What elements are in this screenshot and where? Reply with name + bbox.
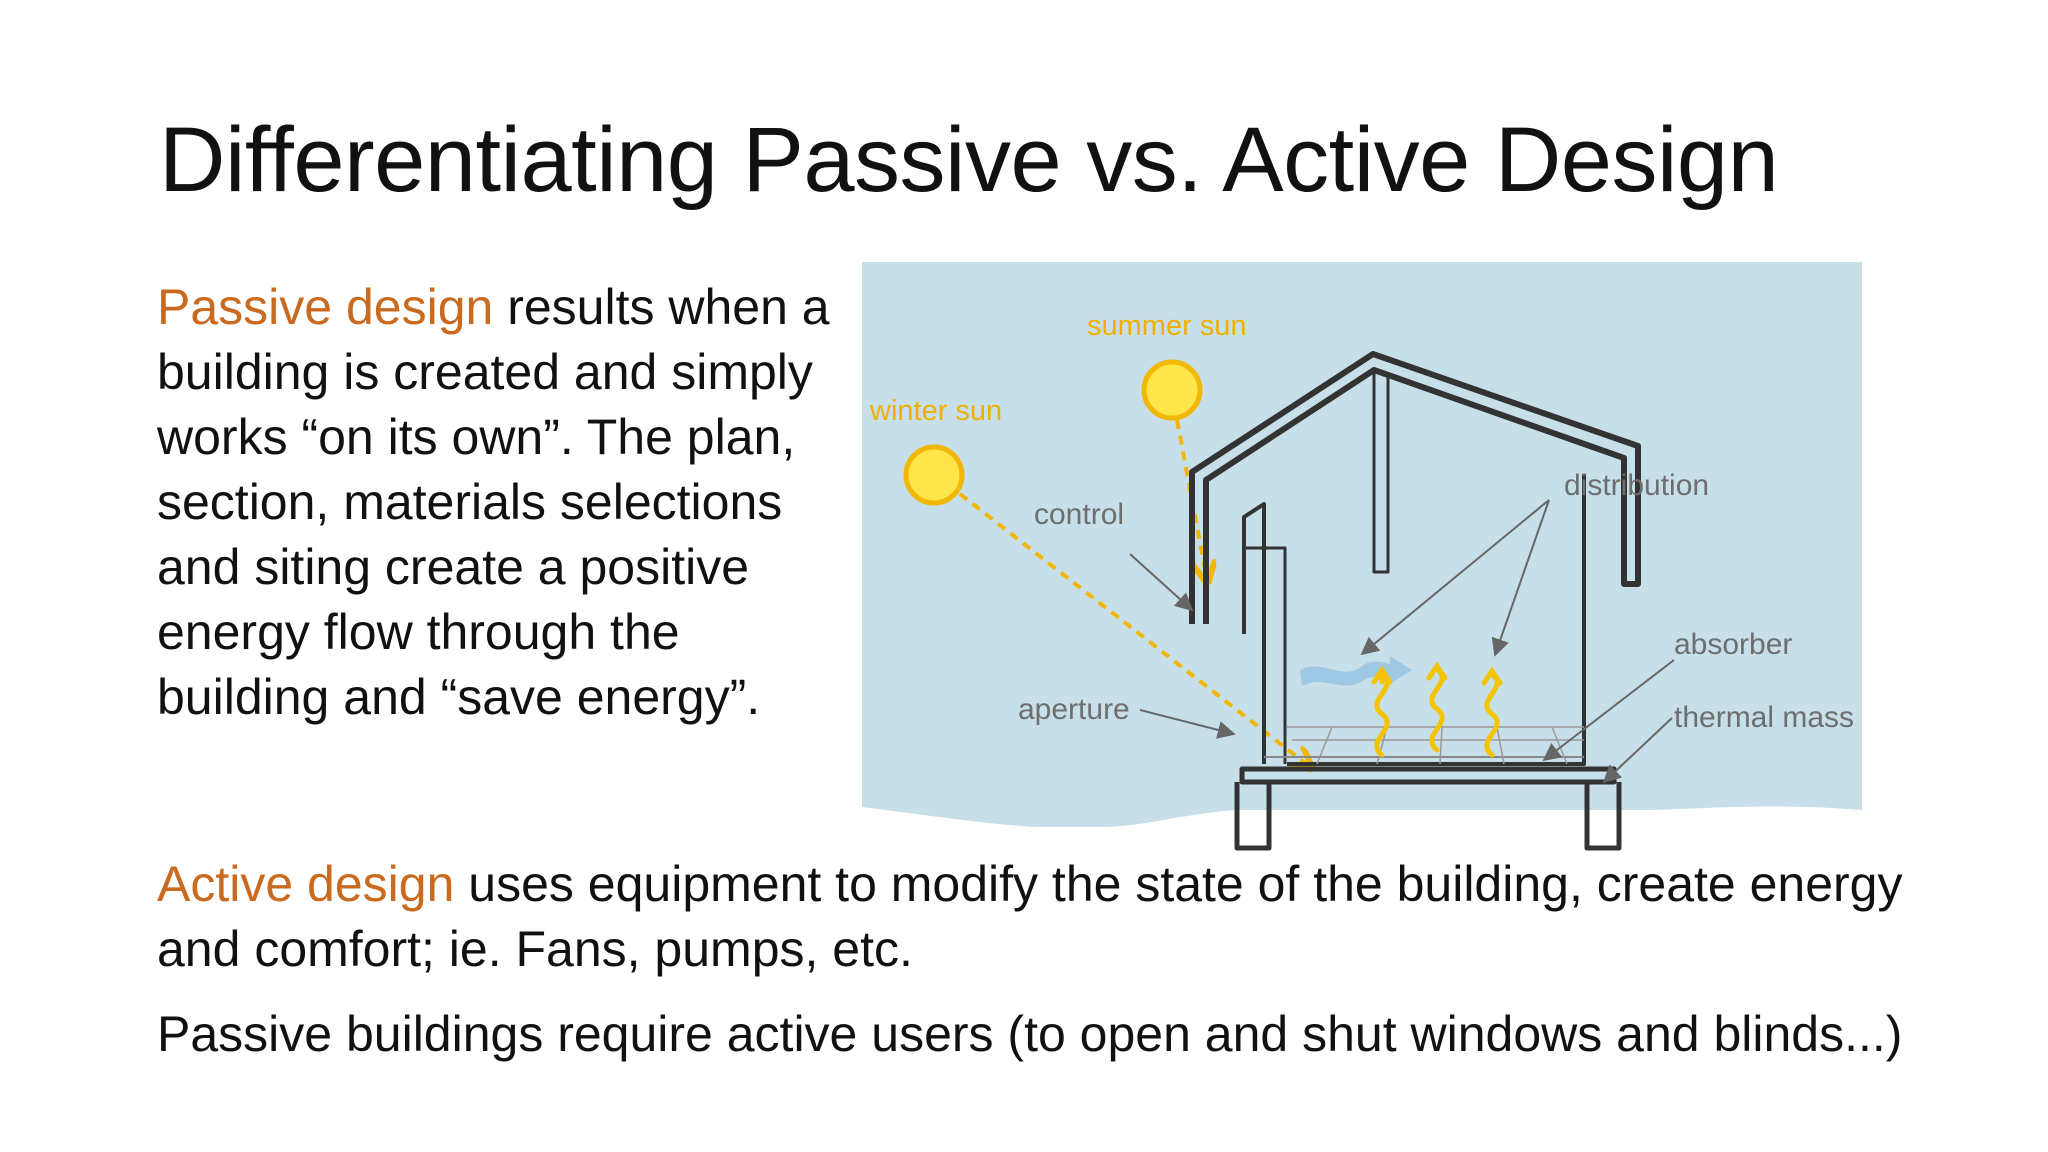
active-design-paragraph: Active design uses equipment to modify t…: [157, 852, 1937, 982]
heat-wave-icon: [1371, 661, 1503, 758]
control-label: control: [1034, 498, 1124, 531]
thermal-mass-label: thermal mass: [1674, 701, 1854, 734]
slide-title: Differentiating Passive vs. Active Desig…: [159, 109, 1779, 211]
winter-sun-label: winter sun: [869, 395, 1002, 427]
passive-design-paragraph: Passive design results when a building i…: [157, 275, 847, 730]
winter-sun-ray: [958, 492, 1310, 767]
sky-background: [862, 262, 1862, 827]
winter-sun-icon: [903, 444, 965, 506]
aperture-label: aperture: [1018, 693, 1130, 726]
absorber-label: absorber: [1674, 628, 1792, 661]
passive-design-text: results when a building is created and s…: [157, 279, 830, 725]
snow-ground: [862, 806, 1862, 872]
active-design-term: Active design: [157, 856, 455, 912]
airflow-arrow-icon: [1300, 656, 1412, 686]
leader-arrow-icon: [1129, 499, 1675, 784]
active-design-text: uses equipment to modify the state of th…: [157, 856, 1903, 977]
summer-sun-label: summer sun: [1087, 310, 1247, 342]
passive-solar-diagram: summer sun winter sun control distributi…: [862, 262, 1862, 872]
summer-sun-icon: [1141, 359, 1203, 421]
distribution-label: distribution: [1564, 469, 1709, 502]
passive-design-term: Passive design: [157, 279, 494, 335]
passive-users-paragraph: Passive buildings require active users (…: [157, 1006, 1903, 1062]
